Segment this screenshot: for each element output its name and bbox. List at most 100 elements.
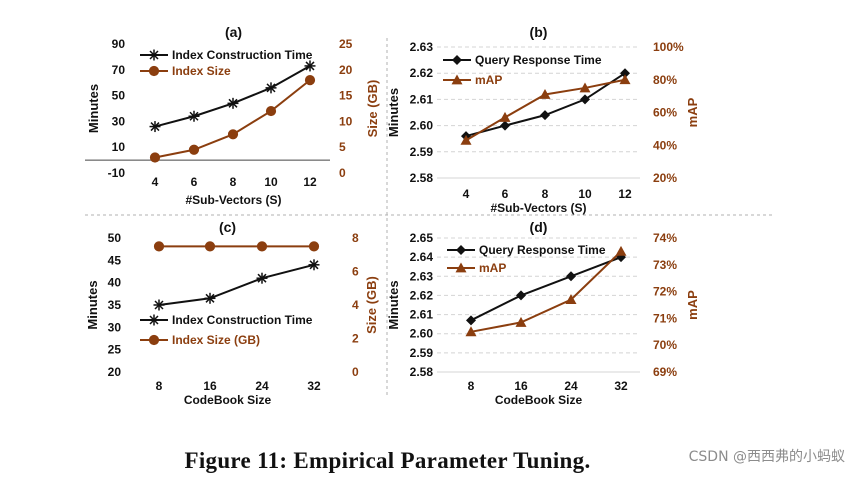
legend-label: Index Size (GB): [172, 333, 260, 347]
x-tick-label: 12: [303, 175, 317, 189]
y-tick-label-right: 15: [339, 89, 353, 103]
x-tick-label: 8: [542, 187, 549, 201]
data-point: [619, 74, 631, 85]
series-line: [154, 79, 311, 159]
legend-label: Query Response Time: [479, 243, 606, 257]
data-point: [304, 60, 316, 72]
y-axis-title-left: Minutes: [85, 280, 100, 329]
data-point: [579, 82, 591, 93]
y-tick-label-right: 4: [352, 298, 359, 312]
data-point: [256, 272, 268, 284]
y-axis-title-right: Size (GB): [364, 276, 379, 334]
x-tick-label: 16: [514, 379, 528, 393]
data-point: [565, 294, 577, 305]
data-point: [515, 316, 527, 327]
data-point: [304, 75, 316, 86]
chart-panel-b: (b)2.582.592.602.612.622.6320%40%60%80%1…: [386, 24, 700, 215]
data-point: [153, 299, 165, 311]
x-tick-label: 6: [502, 187, 509, 201]
data-point: [188, 144, 200, 155]
data-point: [516, 290, 526, 301]
y-tick-label-right: 2: [352, 332, 359, 346]
x-tick-label: 8: [156, 379, 163, 393]
legend-marker: [451, 74, 463, 85]
data-point: [460, 134, 472, 145]
legend-label: Query Response Time: [475, 53, 602, 67]
data-point: [308, 241, 320, 252]
y-tick-label-left: 2.59: [410, 346, 434, 360]
series-line: [470, 256, 622, 322]
y-tick-label-left: 10: [112, 140, 126, 154]
y-tick-label-right: 100%: [653, 40, 684, 54]
data-point: [620, 68, 630, 79]
x-tick-label: 32: [307, 379, 321, 393]
y-tick-label-right: 25: [339, 37, 353, 51]
y-tick-label-right: 0: [352, 365, 359, 379]
y-tick-label-left: 35: [108, 298, 122, 312]
y-tick-label-left: 2.61: [410, 92, 434, 106]
data-point: [539, 88, 551, 99]
data-point: [540, 110, 550, 121]
x-tick-label: 24: [564, 379, 578, 393]
y-tick-label-right: 20: [339, 63, 353, 77]
y-tick-label-right: 0: [339, 166, 346, 180]
y-tick-label-left: 2.58: [410, 365, 434, 379]
legend-label: Index Size: [172, 64, 231, 78]
series-line: [158, 263, 315, 306]
data-point: [204, 292, 216, 304]
x-tick-label: 8: [230, 175, 237, 189]
x-tick-label: 24: [255, 379, 269, 393]
y-tick-label-left: -10: [108, 166, 126, 180]
data-point: [500, 120, 510, 131]
y-tick-label-left: 30: [112, 114, 126, 128]
y-tick-label-left: 2.63: [410, 40, 434, 54]
y-tick-label-left: 2.60: [410, 119, 434, 133]
y-tick-label-left: 2.59: [410, 145, 434, 159]
y-tick-label-left: 2.65: [410, 231, 434, 245]
y-tick-label-left: 2.58: [410, 171, 434, 185]
y-tick-label-right: 73%: [653, 258, 677, 272]
data-point: [566, 271, 576, 282]
legend-marker: [148, 334, 160, 346]
data-point: [227, 97, 239, 109]
y-tick-label-right: 60%: [653, 106, 677, 120]
x-tick-label: 10: [578, 187, 592, 201]
legend-label: Index Construction Time: [172, 313, 313, 327]
data-point: [227, 129, 239, 140]
y-tick-label-right: 8: [352, 231, 359, 245]
y-tick-label-right: 6: [352, 265, 359, 279]
y-tick-label-right: 20%: [653, 171, 677, 185]
x-axis-title: CodeBook Size: [184, 393, 272, 407]
x-tick-label: 6: [191, 175, 198, 189]
y-axis-title-left: Minutes: [386, 88, 401, 137]
y-tick-label-right: 40%: [653, 138, 677, 152]
figure-caption: Figure 11: Empirical Parameter Tuning.: [184, 448, 591, 473]
data-point: [153, 241, 165, 252]
legend-label: mAP: [475, 73, 502, 87]
data-point: [204, 241, 216, 252]
data-point: [580, 94, 590, 105]
y-axis-title-left: Minutes: [386, 280, 401, 329]
y-tick-label-left: 45: [108, 253, 122, 267]
legend-label: Index Construction Time: [172, 48, 313, 62]
x-axis-title: #Sub-Vectors (S): [185, 193, 281, 207]
watermark-text: CSDN @西西弗的小蚂蚁: [688, 449, 845, 465]
y-tick-label-right: 10: [339, 114, 353, 128]
data-point: [465, 326, 477, 337]
data-point: [615, 245, 627, 256]
y-tick-label-left: 20: [108, 365, 122, 379]
y-tick-label-right: 5: [339, 140, 346, 154]
legend-marker: [452, 55, 462, 65]
x-tick-label: 4: [152, 175, 159, 189]
x-tick-label: 12: [618, 187, 632, 201]
x-tick-label: 16: [203, 379, 217, 393]
y-tick-label-left: 2.64: [410, 250, 434, 264]
legend-marker: [455, 262, 467, 273]
x-tick-label: 4: [463, 187, 470, 201]
y-tick-label-right: 72%: [653, 285, 677, 299]
data-point: [308, 259, 320, 271]
panel-title: (a): [225, 24, 242, 40]
legend-marker: [148, 65, 160, 77]
data-point: [265, 82, 277, 94]
